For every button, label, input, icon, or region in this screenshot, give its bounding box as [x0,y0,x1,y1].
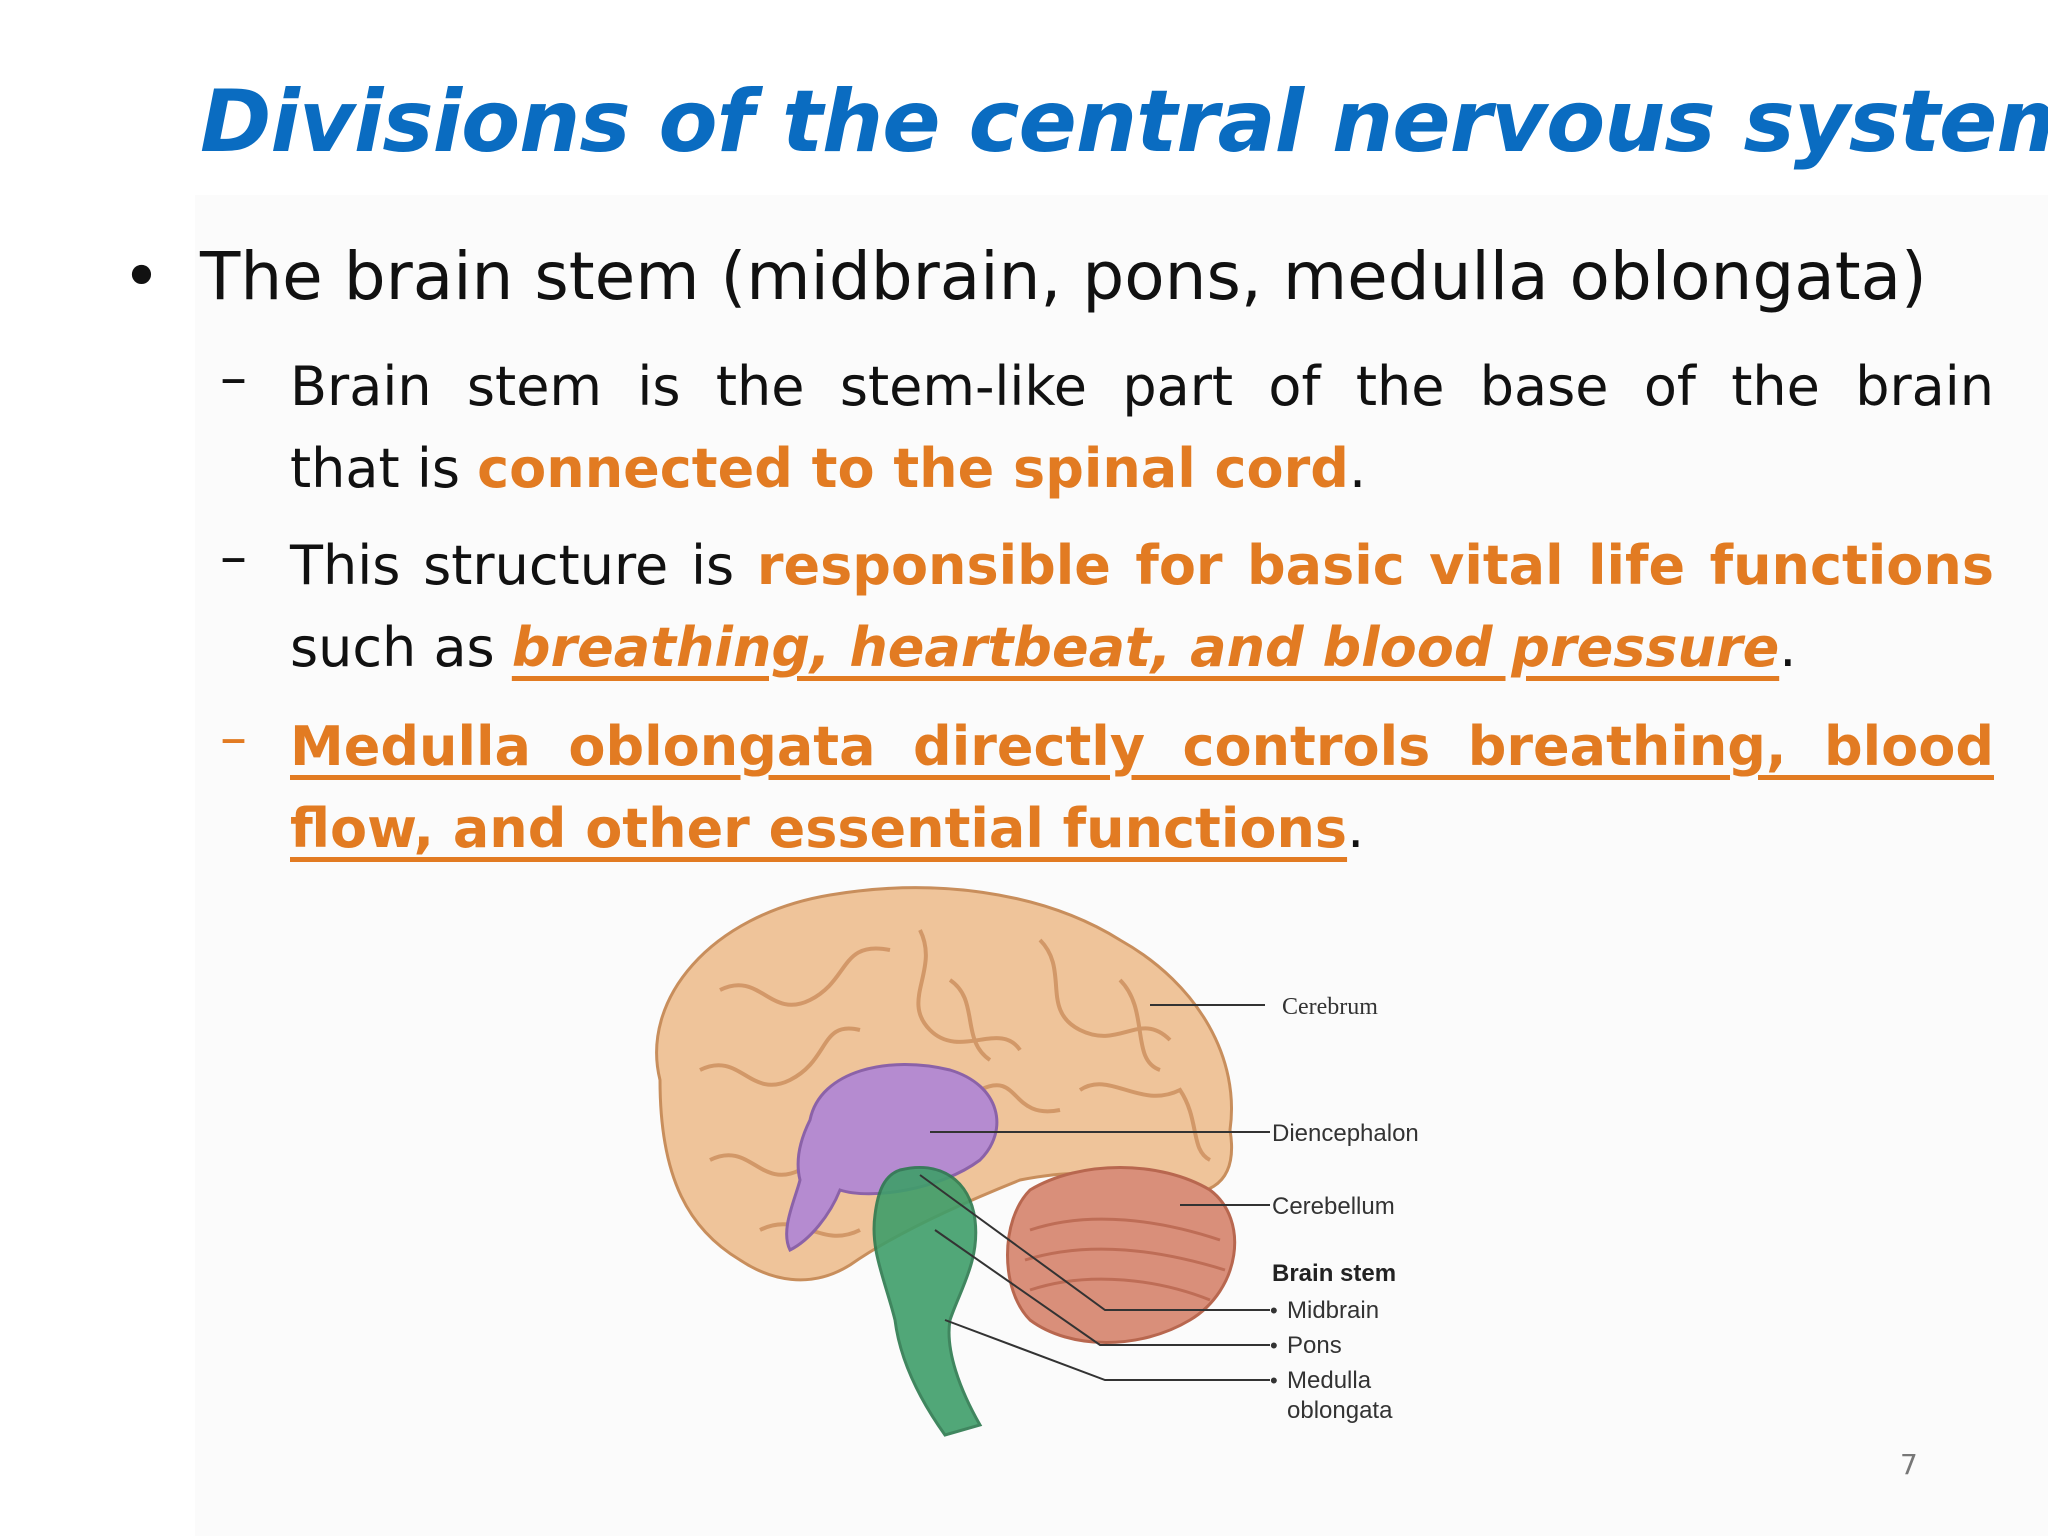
dash-glyph: – [220,706,247,769]
sub-item-1-highlight: connected to the spinal cord [477,437,1349,500]
cerebellum-folia [1024,1217,1226,1302]
cerebellum-shape [1006,1166,1237,1344]
leader-lines [919,1004,1270,1381]
sub-item-2-line-2-prefix: such as [290,616,512,679]
sub-item-2-prefix: This structure is [290,534,757,597]
sub-item-2-period: . [1779,616,1797,679]
dash-glyph: – [220,346,247,409]
medulla-label-line-2: oblongata [1287,1397,1393,1424]
slide-title: Divisions of the central nervous system [200,72,2048,172]
sub-item-1-period: . [1348,437,1367,500]
sub-item-1-line-2: that is connected to the spinal cord. [290,428,1994,510]
pons-bullet: • [1270,1333,1278,1358]
sub-item-2-line-1: This structure is responsible for basic … [290,525,1994,607]
sub-item-3-text: Medulla oblongata directly controls brea… [290,706,1994,870]
bullet-text: The brain stem (midbrain, pons, medulla … [200,238,1927,315]
brain-diagram: Cerebrum Diencephalon Cerebellum Brain s… [655,886,1419,1437]
medulla-bullet: • [1270,1368,1278,1393]
sub-item-3-highlight: flow, and other essential functions [290,797,1348,860]
sub-item-1-text: Brain stem is the stem-like part of the … [290,346,1994,510]
sub-item-3-period: . [1347,797,1365,860]
sub-item-2-underlined-highlight: breathing, heartbeat, and blood pressure [511,616,1780,679]
diencephalon-label: Diencephalon [1272,1120,1419,1147]
sub-item-3-line-1: Medulla oblongata directly controls brea… [290,715,1994,778]
sub-item-2-text: This structure is responsible for basic … [290,525,1994,689]
sub-item-2-highlight: responsible for basic vital life functio… [756,534,1994,597]
brain-stem-shape [872,1165,983,1437]
sub-item-3-line-2: flow, and other essential functions. [290,788,1994,870]
pons-label: Pons [1287,1332,1342,1359]
sub-item-1-line-1: Brain stem is the stem-like part of the … [290,355,1994,418]
sub-item-1-prefix: that is [290,437,478,500]
midbrain-label: Midbrain [1287,1297,1379,1324]
cerebrum-label: Cerebrum [1282,994,1378,1020]
bullet-glyph: • [122,238,161,315]
brain-stem-label: Brain stem [1272,1260,1396,1287]
gyri-lines [699,929,1212,1238]
page-number: 7 [1900,1448,1918,1481]
cerebellum-label: Cerebellum [1272,1193,1395,1220]
dash-glyph: – [220,525,247,588]
medulla-label-line-1: Medulla [1287,1367,1372,1394]
midbrain-bullet: • [1270,1298,1278,1323]
sub-item-2-line-2: such as breathing, heartbeat, and blood … [290,607,1994,689]
